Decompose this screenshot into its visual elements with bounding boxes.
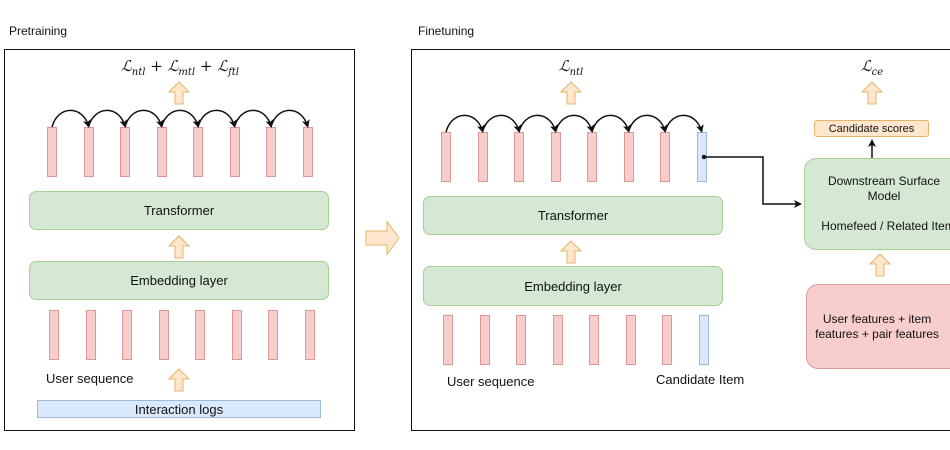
- finetuning-loss-ce: ℒce: [860, 57, 884, 78]
- finetuning-input-token-6: [625, 315, 636, 365]
- finetuning-output-token-7: [660, 132, 670, 182]
- pretraining-input-token-2: [85, 310, 96, 360]
- finetuning-output-token-3: [514, 132, 524, 182]
- pretraining-input-token-6: [231, 310, 242, 360]
- finetuning-transformer-box: Transformer: [423, 196, 723, 235]
- loss-mtl: ℒmtl: [167, 57, 196, 78]
- finetuning-input-token-7: [662, 315, 672, 365]
- finetuning-embedding-box: Embedding layer: [423, 266, 723, 306]
- pretraining-input-token-8: [304, 310, 315, 360]
- pretraining-input-token-3: [122, 310, 132, 360]
- finetuning-output-token-8: [696, 132, 707, 182]
- downstream-surface-model-box: Downstream Surface Model Homefeed / Rela…: [804, 158, 950, 250]
- finetuning-output-token-6: [623, 132, 634, 182]
- pretraining-to-finetuning-arrow: [365, 219, 400, 257]
- pretraining-input-token-1: [49, 310, 59, 360]
- finetuning-title: Finetuning: [418, 24, 475, 38]
- finetuning-input-token-8: [698, 315, 709, 365]
- pretraining-output-token-8: [302, 127, 313, 177]
- pretraining-loss-formula: ℒntl + ℒmtl + ℒftl: [120, 57, 240, 78]
- pretraining-transformer-box: Transformer: [29, 191, 329, 230]
- pretraining-input-token-7: [268, 310, 278, 360]
- finetuning-input-token-2: [479, 315, 490, 365]
- pretraining-title: Pretraining: [9, 24, 68, 38]
- candidate-scores-box: Candidate scores: [814, 120, 929, 137]
- loss-ftl: ℒftl: [217, 57, 240, 78]
- pretraining-output-token-4: [156, 127, 167, 177]
- finetuning-output-token-1: [441, 132, 451, 182]
- pretraining-output-token-5: [193, 127, 203, 177]
- loss-ntl: ℒntl: [120, 57, 146, 78]
- pretraining-input-token-4: [158, 310, 169, 360]
- finetuning-input-token-4: [552, 315, 563, 365]
- finetuning-output-token-5: [587, 132, 597, 182]
- finetuning-user-sequence-label: User sequence: [447, 374, 535, 389]
- finetuning-output-token-4: [550, 132, 561, 182]
- pretraining-output-token-2: [83, 127, 94, 177]
- finetuning-input-token-1: [443, 315, 453, 365]
- pretraining-output-token-1: [47, 127, 57, 177]
- pretraining-output-token-6: [229, 127, 240, 177]
- finetuning-loss-ntl: ℒntl: [558, 57, 584, 78]
- pretraining-input-token-5: [195, 310, 205, 360]
- pretraining-user-sequence-label: User sequence: [46, 371, 134, 386]
- finetuning-input-token-5: [589, 315, 599, 365]
- pretraining-embedding-box: Embedding layer: [29, 261, 329, 300]
- finetuning-output-token-2: [477, 132, 488, 182]
- finetuning-input-token-3: [516, 315, 526, 365]
- pretraining-output-token-7: [266, 127, 276, 177]
- interaction-logs-box: Interaction logs: [37, 400, 321, 418]
- candidate-item-label: Candidate Item: [656, 372, 745, 387]
- features-box: User features + item features + pair fea…: [806, 284, 950, 369]
- pretraining-output-token-3: [120, 127, 130, 177]
